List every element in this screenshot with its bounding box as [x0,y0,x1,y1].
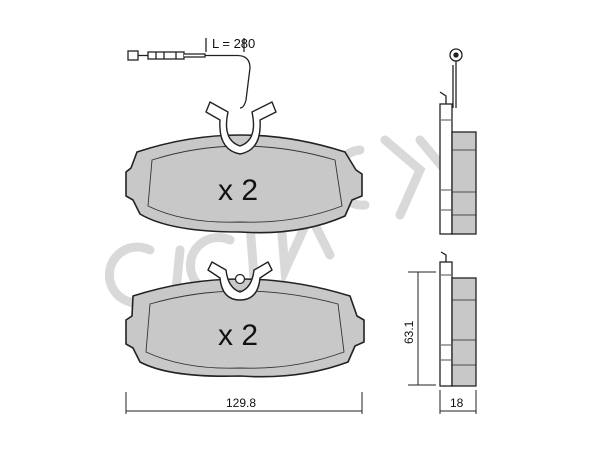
lower-pad-clip [207,261,273,301]
upper-pad-clip [205,101,277,155]
sensor-connector [127,50,139,61]
lower-pad-rivet [234,273,246,285]
height-dimension-label: 63.1 [402,320,416,344]
upper-brake-pad [125,101,363,234]
upper-pad-quantity: x 2 [218,174,258,207]
thickness-dimension-label: 18 [450,396,464,410]
sensor-plug [147,51,185,60]
upper-pad-side-view [439,48,477,235]
lower-pad-backplate [125,278,365,378]
height-dimension [408,271,436,386]
upper-pad-backplate [125,134,363,234]
sensor-wire [205,54,251,109]
lower-pad-quantity: x 2 [218,319,258,352]
wear-sensor [127,38,251,109]
lower-side-backplate [439,261,453,387]
lower-brake-pad [125,261,365,378]
upper-side-backplate [439,103,453,235]
lower-side-friction [451,277,477,387]
lower-pad-side-view [439,251,477,387]
width-dimension-label: 129.8 [226,396,256,410]
thickness-dimension [439,390,477,414]
sensor-length-label: L = 280 [212,36,255,51]
upper-side-friction [451,131,477,235]
width-dimension [125,392,363,414]
